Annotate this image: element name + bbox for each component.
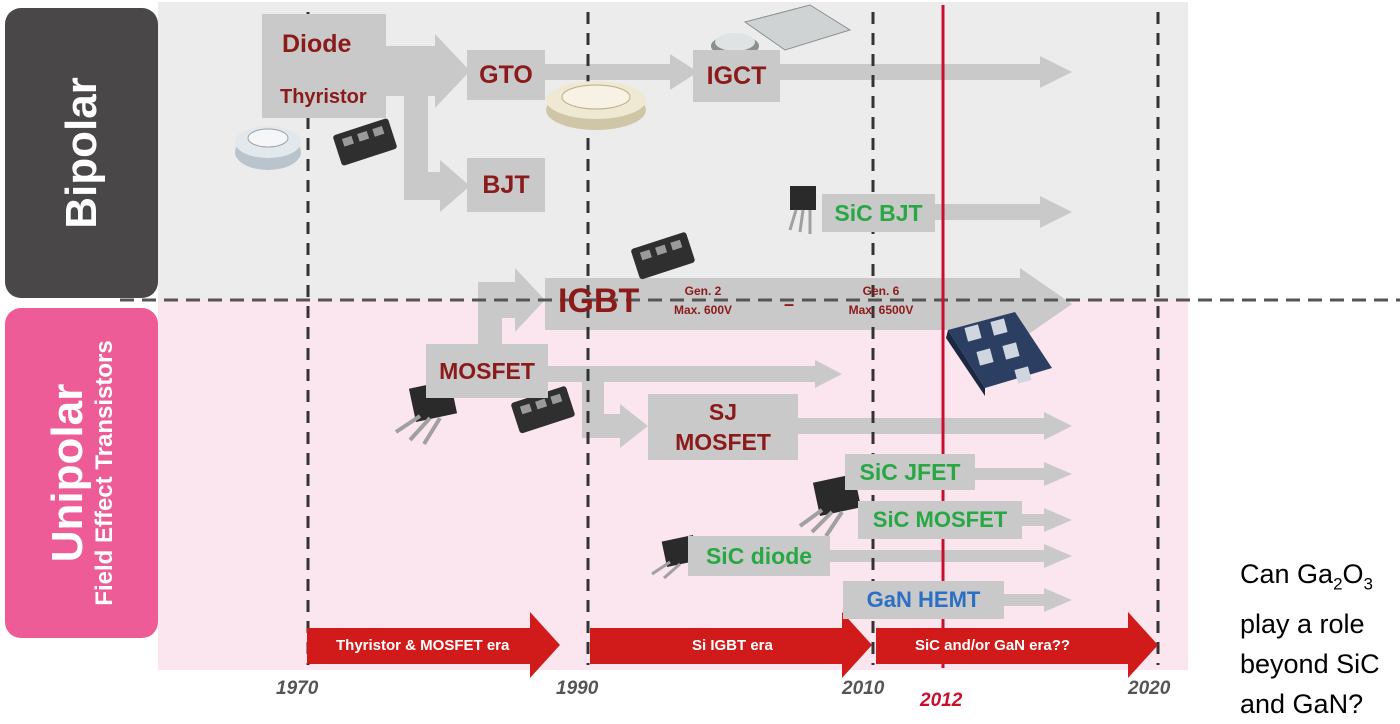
bjt-box: BJT [467, 158, 545, 212]
sic-bjt-label: SiC BJT [834, 199, 923, 226]
igct-device-icon [711, 4, 852, 57]
to247-icon-sicbjt [788, 186, 816, 234]
igct-label: IGCT [706, 61, 767, 90]
arrow-sic-mosfet [1022, 508, 1072, 532]
arrow-to-sj [582, 404, 648, 448]
arrow-sic-jfet [975, 462, 1072, 486]
igbt-gen6-line1: Gen. 6 [862, 284, 900, 298]
question-line1-pre: Can Ga [1240, 559, 1334, 589]
sic-bjt-box: SiC BJT [822, 194, 935, 232]
igbt-label: IGBT [558, 282, 640, 320]
diode-label: Diode [282, 30, 352, 58]
arrow-sj-mosfet [798, 412, 1072, 440]
diode-box: Diode Thyristor [262, 14, 386, 118]
arrow-to-bjt [404, 160, 470, 212]
sic-mosfet-label: SiC MOSFET [872, 507, 1008, 532]
igbt-dash: – [784, 294, 795, 314]
gan-hemt-box: GaN HEMT [843, 581, 1004, 619]
era-arrow-1 [307, 612, 560, 678]
year-2020: 2020 [1128, 678, 1171, 699]
arrow-igbt-head [1020, 268, 1072, 340]
grey-arrows [385, 34, 1072, 612]
igbt-band [545, 278, 1025, 330]
era-label-3: SiC and/or GaN era?? [915, 637, 1071, 654]
arrow-diode-to-gto [385, 34, 470, 108]
arrow-gto-to-igct [545, 54, 698, 90]
mosfet-box: MOSFET [426, 344, 548, 398]
igbt-gen6-box: Gen. 6 Max. 6500V [826, 282, 936, 320]
igbt-gen2-line2: Max. 600V [673, 303, 733, 317]
arrow-sic-bjt [935, 196, 1072, 228]
sic-mosfet-box: SiC MOSFET [858, 501, 1022, 539]
year-1970: 1970 [276, 678, 319, 699]
ga2o3-question: Can Ga2O3 play a role beyond SiC and GaN… [1240, 554, 1380, 724]
question-line2: play a role [1240, 609, 1365, 640]
year-2012: 2012 [920, 690, 963, 711]
disc-device-icon-2 [546, 81, 646, 130]
question-sub2: 3 [1363, 574, 1374, 594]
gto-box: GTO [467, 50, 545, 100]
bjt-label: BJT [482, 170, 530, 199]
arrow-to-igbt [478, 268, 545, 350]
igbt-gen2-line1: Gen. 2 [684, 284, 722, 298]
thyristor-label: Thyristor [280, 86, 367, 108]
module-device-icon-3 [511, 386, 575, 434]
era-arrows [307, 612, 1158, 678]
sic-jfet-box: SiC JFET [845, 454, 975, 490]
question-line1: Can Ga2O3 [1240, 554, 1380, 604]
gto-label: GTO [479, 60, 533, 89]
sic-diode-box: SiC diode [688, 536, 830, 576]
year-1990: 1990 [556, 678, 599, 699]
arrow-igct [780, 56, 1072, 88]
igbt-gen2-box: Gen. 2 Max. 600V [650, 282, 756, 320]
bipolar-side-label: Bipolar [5, 8, 158, 298]
arrow-stem-to-bjt [404, 90, 428, 186]
question-sub1: 2 [1333, 574, 1343, 594]
unipolar-side-label: Unipolar Field Effect Transistors [5, 308, 158, 638]
sj-mosfet-box: SJ MOSFET [648, 394, 798, 460]
arrow-gan-hemt [1004, 588, 1072, 612]
sic-diode-label: SiC diode [705, 542, 813, 569]
era-label-2: Si IGBT era [692, 637, 773, 654]
sic-jfet-label: SiC JFET [859, 458, 961, 485]
module-device-icon-1 [333, 118, 397, 166]
gan-hemt-label: GaN HEMT [866, 587, 981, 612]
question-line1-mid: O [1342, 559, 1364, 589]
mosfet-label: MOSFET [439, 357, 535, 384]
sj-mosfet-line1: SJ [708, 399, 738, 425]
module-device-icon-2 [631, 232, 695, 280]
question-line3: beyond SiC [1240, 649, 1380, 680]
sj-mosfet-line2: MOSFET [675, 429, 771, 455]
arrow-mosfet [548, 360, 842, 388]
era-arrow-2 [590, 612, 872, 678]
era-arrow-3 [876, 612, 1158, 678]
era-label-1: Thyristor & MOSFET era [336, 637, 510, 654]
year-2010: 2010 [842, 678, 885, 699]
disc-device-icon-1 [235, 126, 301, 170]
question-line4: and GaN? [1240, 689, 1364, 720]
igct-box: IGCT [693, 50, 780, 102]
igbt-module-icon [946, 312, 1052, 396]
arrow-sic-diode [830, 544, 1072, 568]
igbt-gen6-line2: Max. 6500V [848, 303, 914, 317]
